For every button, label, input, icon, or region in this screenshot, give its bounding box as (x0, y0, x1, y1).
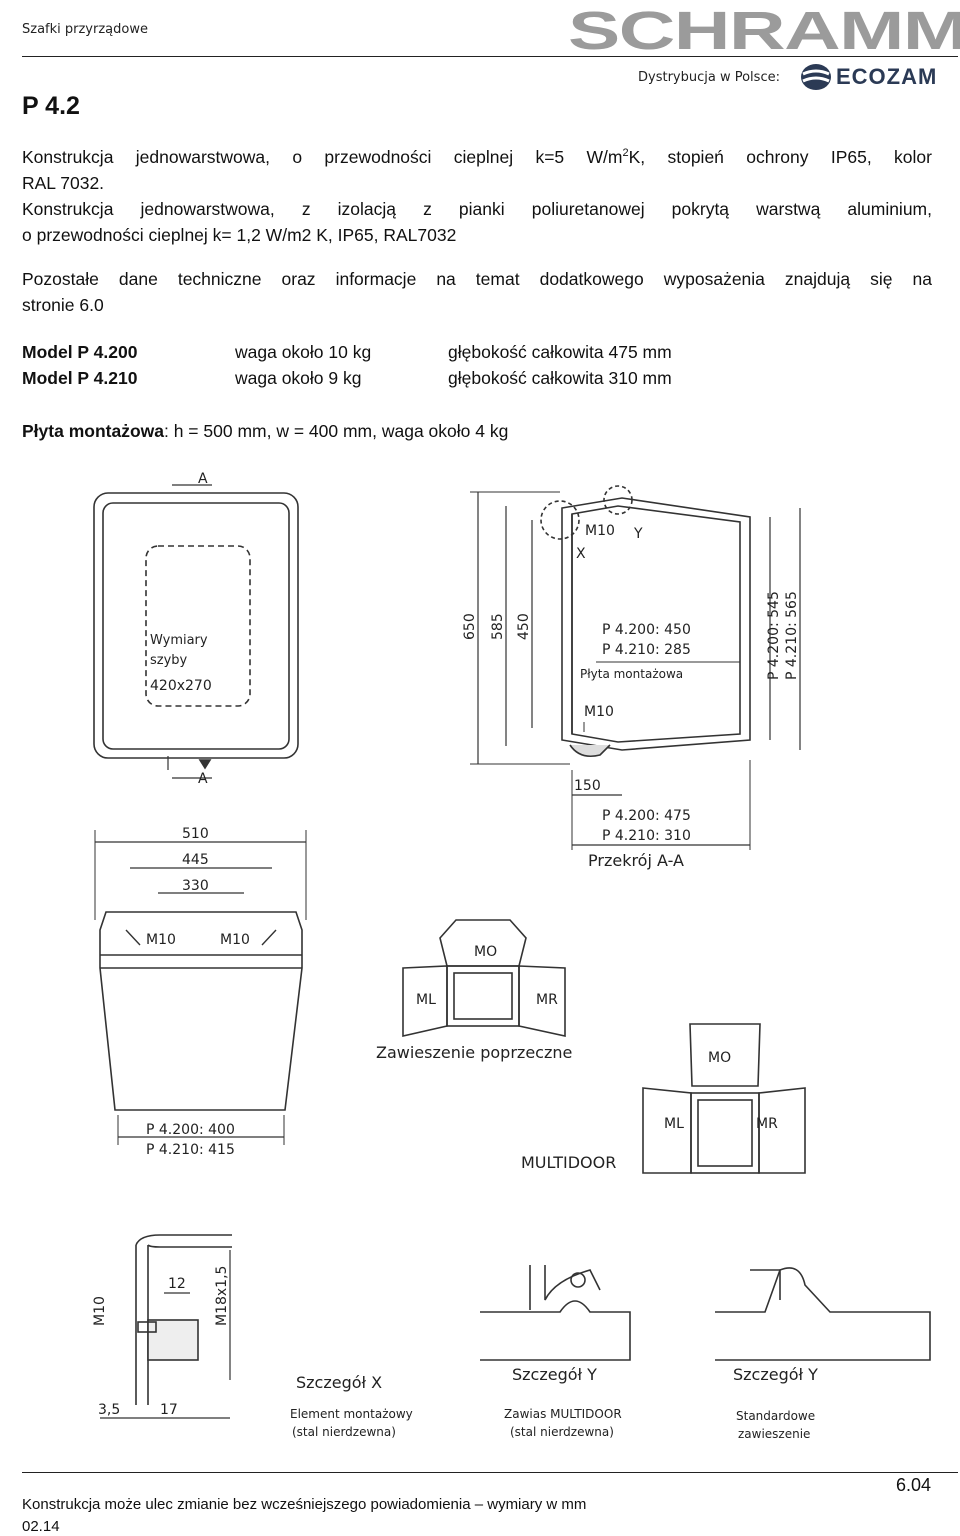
description-line-2: RAL 7032. (22, 172, 105, 193)
mounting-plate-label: Płyta montażowa (22, 421, 164, 441)
detail-y-standard-view (715, 1267, 931, 1361)
footer-rule (22, 1472, 958, 1473)
detail-x-title: Szczegół X (296, 1373, 382, 1392)
ecozam-logo: ECOZAM (836, 64, 938, 89)
detail-y-standard-subtitle-2: zawieszenie (738, 1427, 810, 1441)
dim-330: 330 (182, 878, 209, 894)
dim-585: 585 (490, 613, 506, 640)
glass-label-2: szyby (150, 653, 188, 668)
footer-note: Konstrukcja może ulec zmianie bez wcześn… (22, 1496, 587, 1513)
multidoor-title: MULTIDOOR (521, 1153, 616, 1172)
technical-drawing: A A Wymiary szyby 420x270 650 585 450 M1… (92, 471, 931, 1441)
width-4200: P 4.200: 400 (146, 1122, 235, 1138)
page-title: P 4.2 (22, 92, 80, 120)
depth-4210: P 4.210: 310 (602, 828, 691, 844)
dim-17: 17 (160, 1402, 178, 1418)
height-4200: P 4.200: 545 (766, 591, 782, 680)
top-view (94, 830, 307, 1145)
detail-x-subtitle-1: Element montażowy (290, 1407, 413, 1421)
description-line-1: Konstrukcja jednowarstwowa, o przewodnoś… (22, 146, 932, 167)
m10-label-top: M10 (585, 523, 615, 539)
page-number: 6.04 (896, 1475, 932, 1495)
footer-date: 02.14 (22, 1518, 60, 1535)
model-name: Model P 4.210 (22, 368, 138, 388)
m10-label-detail: M10 (92, 1296, 108, 1326)
transverse-title: Zawieszenie poprzeczne (376, 1043, 572, 1062)
description-paragraph: Konstrukcja jednowarstwowa, o przewodnoś… (22, 140, 932, 248)
model-weight: waga około 9 kg (235, 368, 362, 388)
detail-y-multidoor-view (480, 1265, 631, 1361)
multidoor-view (642, 1023, 806, 1174)
m10-label-bottom: M10 (584, 704, 614, 720)
m18-label: M18x1,5 (214, 1266, 230, 1326)
plate-label: Płyta montażowa (580, 667, 683, 681)
mo-label-multidoor: MO (708, 1050, 731, 1066)
section-title: Przekrój A-A (588, 851, 684, 870)
section-marker-bottom: A (198, 771, 208, 787)
transverse-hinging-view (402, 919, 566, 1038)
ecozam-logo-icon (800, 62, 832, 92)
distribution-label: Dystrybucja w Polsce: (638, 70, 780, 85)
ml-label-multidoor: ML (664, 1116, 684, 1132)
section-title: Szafki przyrządowe (22, 22, 148, 37)
m10-label-left: M10 (146, 932, 176, 948)
height-4210: P 4.210: 565 (784, 591, 800, 680)
description-line-4: o przewodności cieplnej k= 1,2 W/m2 K, I… (22, 224, 457, 245)
model-depth: głębokość całkowita 475 mm (448, 342, 672, 362)
additional-info-line-2: stronie 6.0 (22, 295, 104, 315)
dim-510: 510 (182, 826, 209, 842)
front-view (93, 484, 299, 779)
detail-y-title-multidoor: Szczegół Y (512, 1365, 597, 1384)
plate-height-4210: P 4.210: 285 (602, 642, 691, 658)
mr-label: MR (536, 992, 558, 1008)
mounting-plate-spec: Płyta montażowa: h = 500 mm, w = 400 mm,… (22, 421, 508, 442)
model-name: Model P 4.200 (22, 342, 138, 362)
additional-info-paragraph: Pozostałe dane techniczne oraz informacj… (22, 266, 932, 318)
depth-4200: P 4.200: 475 (602, 808, 691, 824)
m10-label-right: M10 (220, 932, 250, 948)
model-depth: głębokość całkowita 310 mm (448, 368, 672, 388)
section-marker-top: A (198, 471, 208, 487)
dim-650: 650 (462, 613, 478, 640)
header-rule (22, 56, 958, 57)
ml-label: ML (416, 992, 436, 1008)
detail-x-view (100, 1234, 232, 1419)
plate-height-4200: P 4.200: 450 (602, 622, 691, 638)
glass-size: 420x270 (150, 678, 212, 694)
dim-3-5: 3,5 (98, 1402, 120, 1418)
mo-label: MO (474, 944, 497, 960)
dim-12: 12 (168, 1276, 186, 1292)
model-weight: waga około 10 kg (235, 342, 372, 362)
description-line-3: Konstrukcja jednowarstwowa, z izolacją z… (22, 198, 932, 219)
mounting-plate-value: : h = 500 mm, w = 400 mm, waga około 4 k… (163, 421, 509, 441)
detail-y-multidoor-subtitle-1: Zawias MULTIDOOR (504, 1407, 622, 1421)
dim-150: 150 (574, 778, 601, 794)
mr-label-multidoor: MR (756, 1116, 778, 1132)
dim-445: 445 (182, 852, 209, 868)
width-4210: P 4.210: 415 (146, 1142, 235, 1158)
glass-label-1: Wymiary (150, 633, 208, 648)
model-row: Model P 4.200 waga około 10 kg głębokość… (22, 342, 932, 368)
detail-y-marker: Y (633, 526, 643, 542)
detail-x-subtitle-2: (stal nierdzewna) (292, 1425, 396, 1439)
additional-info-line-1: Pozostałe dane techniczne oraz informacj… (22, 269, 932, 289)
detail-y-multidoor-subtitle-2: (stal nierdzewna) (510, 1425, 614, 1439)
schramm-logo: SCHRAMM (568, 1, 960, 61)
dim-450: 450 (516, 613, 532, 640)
section-view (470, 485, 801, 850)
model-row: Model P 4.210 waga około 9 kg głębokość … (22, 368, 932, 394)
detail-y-standard-subtitle-1: Standardowe (736, 1409, 815, 1423)
detail-x-marker: X (576, 546, 586, 562)
detail-y-title-standard: Szczegół Y (733, 1365, 818, 1384)
